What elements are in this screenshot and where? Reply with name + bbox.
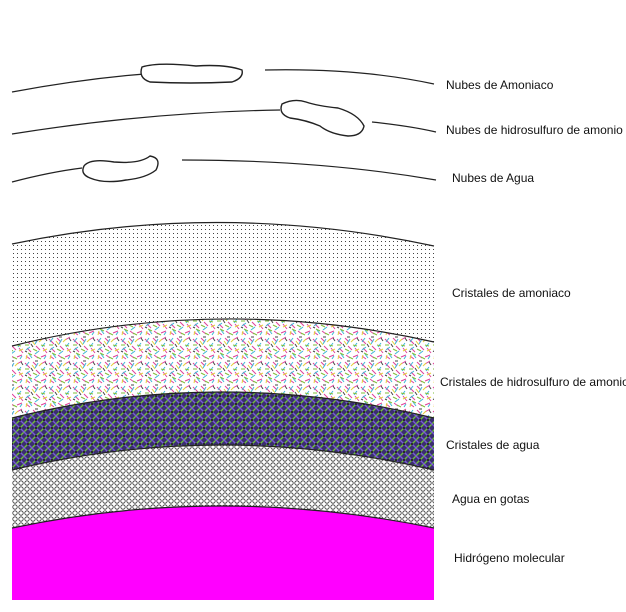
label-nubes-hidrosulfuro: Nubes de hidrosulfuro de amonio	[446, 123, 623, 137]
boundary-hydrogen-top	[11, 505, 435, 529]
boundary-hydrosulfide-top	[11, 318, 435, 347]
molecular-hydrogen-layer	[12, 506, 434, 600]
boundary-ammonia-top	[11, 221, 435, 247]
label-cristales-hidrosulfuro: Cristales de hidrosulfuro de amonio	[440, 375, 626, 389]
boundary-water-crystals-top	[11, 391, 435, 419]
boundary-droplets-top	[11, 444, 435, 471]
cloud-line-water	[11, 159, 437, 183]
label-hidrogeno: Hidrógeno molecular	[454, 551, 565, 565]
ammonia-cloud-shape	[140, 63, 243, 84]
water-cloud-shape	[82, 155, 159, 183]
label-nubes-amoniaco: Nubes de Amoniaco	[446, 78, 554, 92]
label-cristales-agua: Cristales de agua	[446, 438, 540, 452]
label-nubes-agua: Nubes de Agua	[452, 171, 535, 185]
label-agua-gotas: Agua en gotas	[452, 492, 530, 506]
label-cristales-amoniaco: Cristales de amoniaco	[452, 286, 571, 300]
hydrosulfide-cloud-shape	[280, 99, 365, 137]
cloud-line-hydrosulfide	[11, 109, 437, 135]
